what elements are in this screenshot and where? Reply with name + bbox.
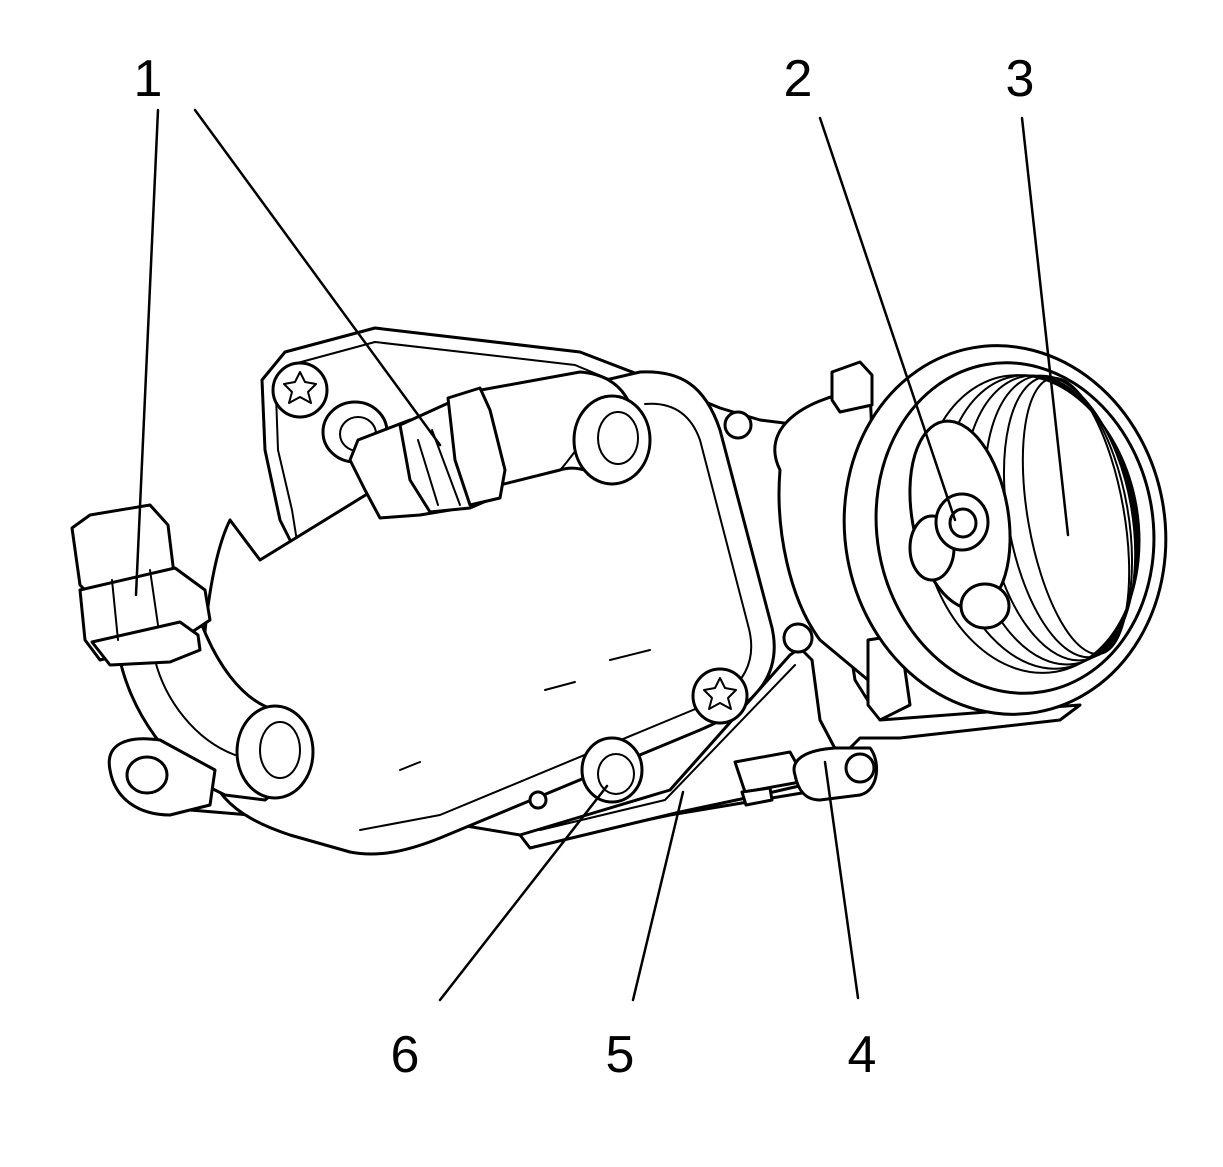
- leader-1-right: [193, 108, 442, 447]
- leader-6: [438, 784, 609, 1002]
- lower-hose-fitting: [70, 503, 212, 667]
- star-bolt-upper: [271, 361, 329, 419]
- pulley: [842, 344, 1168, 716]
- callout-4: 4: [848, 1026, 877, 1084]
- leader-4: [823, 760, 860, 1000]
- callout-1: 1: [134, 50, 163, 108]
- bracket-bolt: [733, 746, 879, 807]
- star-bolt-lower: [691, 667, 749, 725]
- callout-3: 3: [1006, 50, 1035, 108]
- leader-1-left: [134, 108, 160, 597]
- pulley-bolt: [934, 492, 990, 552]
- callout-5: 5: [606, 1026, 635, 1084]
- callout-6: 6: [391, 1026, 420, 1084]
- drain-hole: [580, 736, 644, 804]
- leader-2: [818, 116, 957, 522]
- leader-5: [631, 790, 685, 1002]
- gasket: [518, 622, 842, 850]
- leader-3: [1020, 116, 1070, 537]
- leader-lines: [134, 108, 1070, 1002]
- lower-coolant-hose: [116, 618, 315, 802]
- left-mounting-ear: [107, 737, 217, 817]
- upper-coolant-hose: [348, 370, 652, 520]
- callout-2: 2: [784, 50, 813, 108]
